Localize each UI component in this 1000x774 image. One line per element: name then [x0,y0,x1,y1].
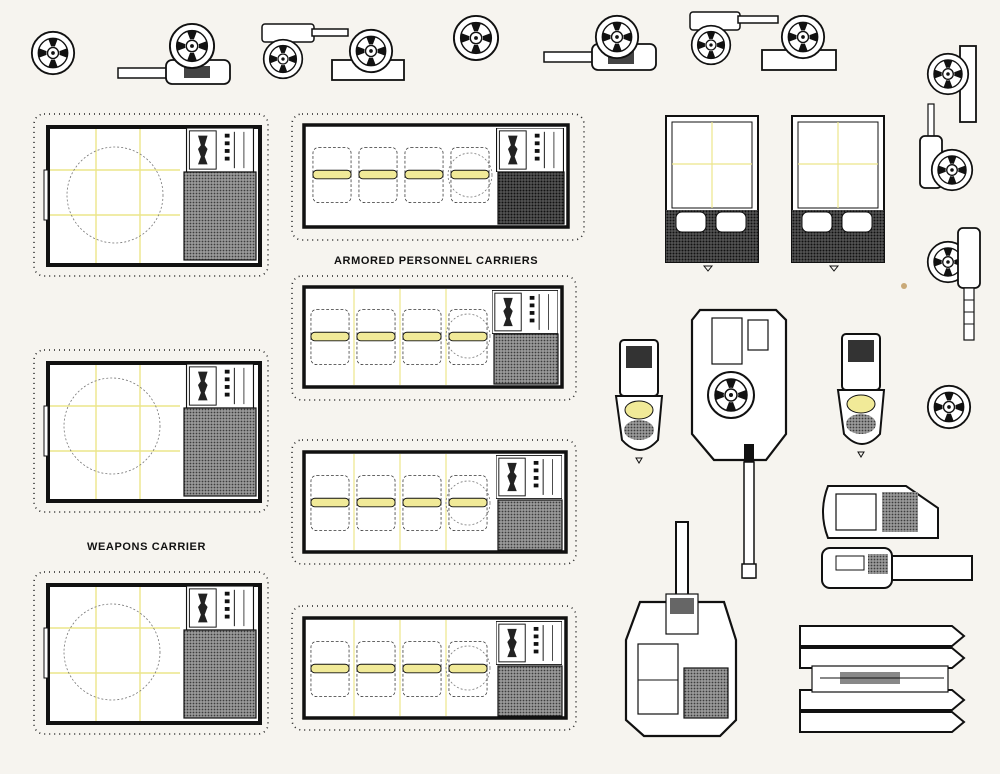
turret-wheel-icon [780,14,826,60]
apc-3 [291,439,577,565]
turret-wheel-icon [930,148,974,192]
gun-mount-2 [261,23,405,81]
apc-1 [291,113,585,241]
weapons-carrier-1 [33,113,269,277]
gun-mount-4 [689,11,837,71]
turret-wheel-icon [707,371,755,419]
gun-mount-3 [543,14,657,71]
turret-wheel-icon [926,52,970,96]
hex-hull-tank [690,308,788,579]
scout-vehicle-2 [836,333,886,458]
turret-wheel-icon [262,38,304,80]
hover-tank [624,521,738,738]
scout-vehicle-1 [614,339,664,464]
turret-wheel-icon [168,22,216,70]
turret-wheel-icon [594,14,640,60]
truck-2 [791,115,885,272]
top-row-parts [30,11,837,85]
turret-wheel-icon [690,24,732,66]
turret-wheel-icon [348,28,394,74]
turret-wheel-icon [30,30,76,76]
truck-1 [665,115,759,272]
paper-stain [901,283,907,289]
weapons-carrier-2 [33,349,269,513]
pontoon-vehicle [799,625,966,733]
hovercraft [821,485,973,589]
gun-mount-1 [117,22,231,85]
apc-2 [291,275,577,401]
turret-wheel-icon [926,384,972,430]
apc-4 [291,605,577,731]
weapons-carrier-3 [33,571,269,735]
apc-section-label: ARMORED PERSONNEL CARRIERS [334,255,539,267]
right-column-parts [919,45,981,430]
weapons-carrier-section-label: WEAPONS CARRIER [87,541,207,553]
turret-wheel-icon [452,14,500,62]
